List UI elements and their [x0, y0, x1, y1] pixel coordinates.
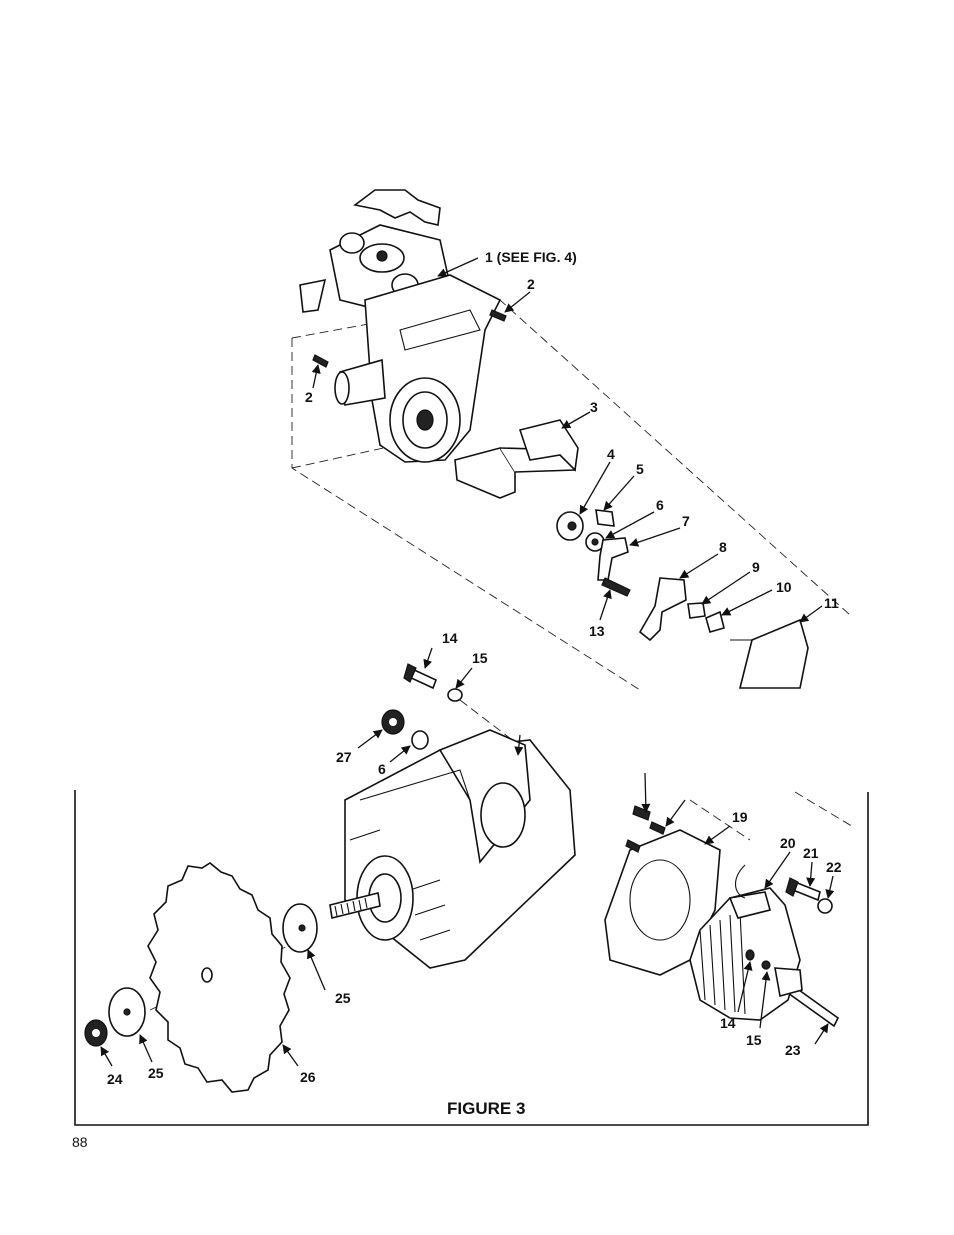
handle-part-3 [455, 420, 578, 498]
callout-14-upper: 14 [442, 630, 458, 646]
flange-part-25-outer [109, 988, 145, 1036]
callout-6-upper: 6 [656, 497, 664, 513]
callout-2-right: 2 [527, 276, 535, 292]
washer-part-15-upper [448, 689, 462, 701]
washer-part-4 [557, 512, 583, 540]
lock-part-8 [640, 578, 686, 640]
callout-10: 10 [776, 579, 792, 595]
callout-4: 4 [607, 446, 615, 462]
callout-20: 20 [780, 835, 796, 851]
bolt-part-21 [786, 878, 820, 900]
callout-22: 22 [826, 859, 842, 875]
screw-2-right [490, 310, 506, 321]
washer-part-6-lower [412, 731, 428, 749]
bracket-part-11 [730, 620, 808, 688]
bolt-part-14-lower [746, 950, 754, 960]
callout-23: 23 [785, 1042, 801, 1058]
pin-part-5 [596, 510, 614, 526]
callout-3: 3 [590, 399, 598, 415]
callout-26: 26 [300, 1069, 316, 1085]
callout-15-lower: 15 [746, 1032, 762, 1048]
callout-15-upper: 15 [472, 650, 488, 666]
nut-part-9 [688, 603, 705, 618]
washer-part-15-lower [762, 961, 770, 969]
flange-part-25-inner [283, 904, 317, 952]
callout-1: 1 (SEE FIG. 4) [485, 249, 577, 265]
bolt-part-14-upper [404, 664, 436, 688]
callout-13: 13 [589, 623, 605, 639]
lever-part-7 [598, 538, 628, 580]
washer-part-22 [818, 899, 832, 913]
nut-part-27 [382, 710, 404, 734]
yoke-assembly [300, 190, 500, 462]
arbor-nut-part-24 [85, 1020, 107, 1046]
screw-part-13 [602, 578, 630, 596]
callout-11: 11 [824, 595, 839, 611]
callout-5: 5 [636, 461, 644, 477]
figure-title: FIGURE 3 [447, 1099, 525, 1118]
callout-8: 8 [719, 539, 727, 555]
screw-2-left [313, 355, 328, 367]
callout-9: 9 [752, 559, 760, 575]
motor-housing [330, 730, 575, 968]
clip-part-10 [706, 612, 724, 632]
callout-24: 24 [107, 1071, 123, 1087]
callout-14-lower: 14 [720, 1015, 736, 1031]
saw-blade-part-26 [148, 863, 290, 1092]
callout-21: 21 [803, 845, 819, 861]
callout-6-lower: 6 [378, 761, 386, 777]
callout-27: 27 [336, 749, 352, 765]
callout-25-inner: 25 [335, 990, 351, 1006]
callout-2-left: 2 [305, 389, 313, 405]
callout-7: 7 [682, 513, 690, 529]
callout-25-outer: 25 [148, 1065, 164, 1081]
callout-19: 19 [732, 809, 748, 825]
page-number: 88 [72, 1134, 88, 1150]
